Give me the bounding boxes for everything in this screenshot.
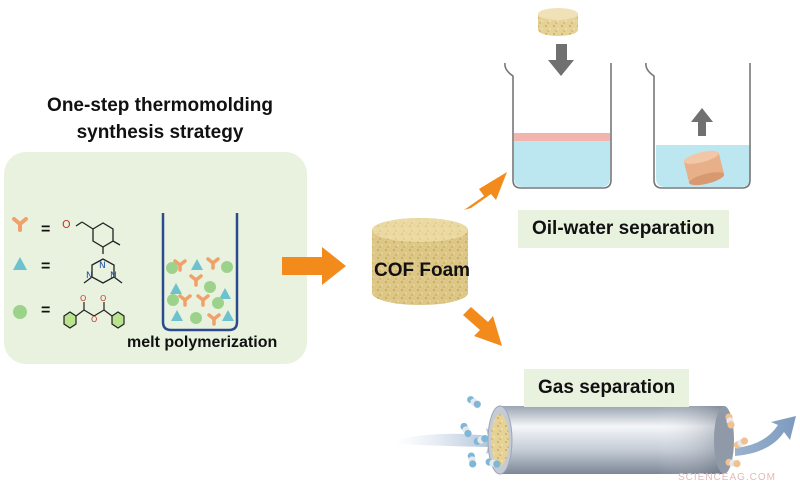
beaker-oil-water-1 <box>504 62 612 189</box>
title-line-2: synthesis strategy <box>76 122 244 143</box>
triangle-monomer-icon <box>13 257 27 270</box>
gas-outflow-arrow <box>735 416 796 456</box>
svg-text:O: O <box>62 218 71 231</box>
svg-text:N: N <box>110 271 117 281</box>
strategy-title: One-step thermomolding synthesis strateg… <box>10 92 310 146</box>
foam-block-top <box>538 8 578 36</box>
triazine-structure <box>83 258 123 284</box>
circle-monomer-icon <box>13 305 27 319</box>
cof-foam-cylinder <box>372 218 468 305</box>
svg-text:O: O <box>91 315 97 324</box>
watermark: SCIENCEAG.COM <box>677 472 776 483</box>
equals-sign: = <box>41 221 51 238</box>
equals-sign: = <box>41 302 51 319</box>
arrow-to-gas <box>463 307 502 346</box>
melt-polymerization-label: melt polymerization <box>127 334 278 351</box>
up-arrow-icon <box>691 108 713 136</box>
oil-water-separation-label: Oil-water separation <box>518 210 729 248</box>
gas-molecules <box>460 396 749 468</box>
beaker-oil-water-2 <box>645 62 751 189</box>
gas-separation-label: Gas separation <box>524 369 690 407</box>
svg-text:N: N <box>86 271 93 281</box>
svg-text:N: N <box>99 261 106 271</box>
title-line-1: One-step thermomolding <box>47 95 273 116</box>
synthesis-panel <box>4 152 307 364</box>
equals-sign: = <box>41 258 51 275</box>
arrow-to-foam <box>282 247 346 285</box>
cof-foam-label: COF Foam <box>374 260 471 281</box>
anhydride-structure <box>63 302 125 329</box>
arrow-to-oil-water <box>464 172 507 210</box>
aldehyde-structure <box>75 221 121 254</box>
y-monomer-icon <box>12 217 28 232</box>
svg-text:O: O <box>80 294 86 303</box>
gas-separation-tube <box>487 405 734 475</box>
svg-text:O: O <box>100 294 106 303</box>
down-arrow-icon <box>548 44 574 76</box>
monomer-beaker <box>161 213 239 332</box>
gas-inflow-arrow <box>395 428 508 454</box>
